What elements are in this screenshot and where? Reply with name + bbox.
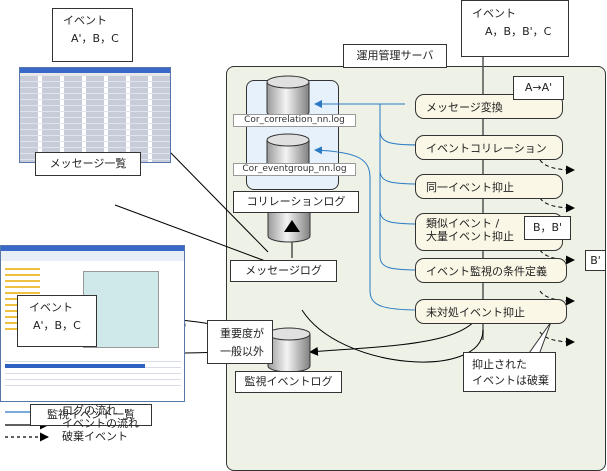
monitor-event-log-db-icon	[267, 327, 311, 373]
legend-event-flow: イベントの流れ	[62, 417, 139, 430]
correlation-db-icon	[266, 75, 310, 119]
log-flow-eventgroup	[314, 146, 421, 311]
legend-log-flow: ログの流れ	[62, 404, 117, 417]
process-duplicate-suppression: 同一イベント抑止	[415, 174, 563, 199]
correlation-log-file: Cor_correlation_nn.log	[233, 114, 356, 127]
incoming-events-box: イベント A，B，B'，C	[461, 0, 569, 57]
eventgroup-log-file: Cor_eventgroup_nn.log	[233, 163, 356, 176]
discarded-b-prime: B'	[585, 250, 606, 271]
severity-callout: 重要度が 一般以外	[207, 320, 273, 364]
similar-callout: B，B'	[524, 216, 571, 240]
process-message-conversion: メッセージ変換	[415, 94, 563, 119]
monitor-event-log-label: 監視イベントログ	[235, 371, 342, 393]
legend-discard: 破棄イベント	[62, 430, 128, 443]
conversion-callout: A→A'	[513, 76, 564, 100]
message-log-label: メッセージログ	[230, 260, 337, 282]
correlation-log-label: コリレーションログ	[233, 191, 359, 213]
monitor-list-event-callout: イベント A'，B，C	[17, 295, 97, 347]
message-list-event-callout: イベント A'，B，C	[52, 8, 133, 62]
process-unhandled-suppression: 未対処イベント抑止	[415, 299, 567, 324]
event-to-message-log	[301, 309, 484, 363]
suppressed-events-callout: 抑止された イベントは破棄	[463, 352, 556, 392]
legend: ログの流れ イベントの流れ 破棄イベント	[62, 404, 139, 443]
message-list-label: メッセージ一覧	[35, 152, 141, 176]
process-monitor-condition: イベント監視の条件定義	[415, 258, 567, 283]
server-title: 運用管理サーバ	[343, 44, 447, 68]
message-list-screenshot	[19, 67, 171, 163]
monitor-event-list-label: 監視イベント一覧	[30, 404, 152, 426]
process-event-correlation: イベントコリレーション	[415, 135, 563, 160]
